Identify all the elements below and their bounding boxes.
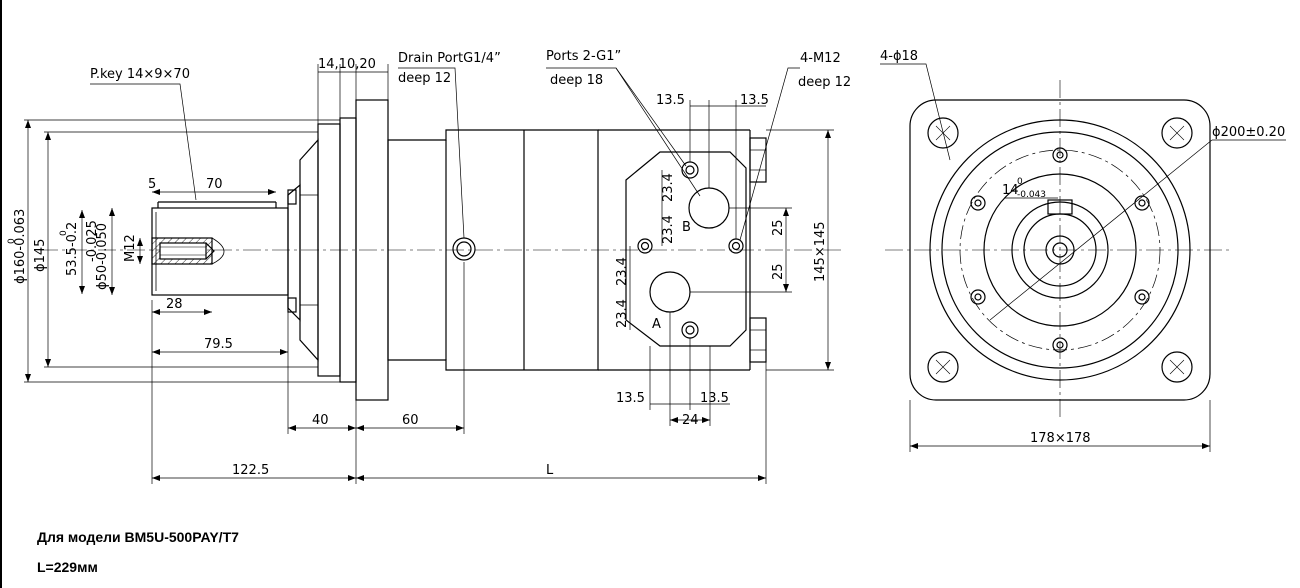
dim-dia-50-upper: -0.025	[85, 220, 100, 262]
dim-23-4-d: 23.4	[615, 299, 630, 328]
length-caption: L=229мм	[37, 559, 98, 575]
dim-23-4-c: 23.4	[615, 257, 630, 286]
dim-13-5-bottom-left: 13.5	[616, 391, 645, 406]
front-view-dimensions	[880, 63, 1286, 452]
dim-40: 40	[312, 413, 329, 428]
dim-13-5-bottom-right: 13.5	[700, 391, 729, 406]
dim-25-lower: 25	[771, 263, 786, 280]
drain-port-label: Drain PortG1/4”	[398, 51, 501, 66]
port-a-label: A	[652, 317, 661, 332]
tapped-holes-depth-label: deep 12	[798, 75, 851, 90]
port-b-label: B	[682, 220, 691, 235]
bolt-circle-holes	[970, 147, 1150, 353]
output-shaft	[151, 201, 289, 296]
side-view	[40, 99, 845, 401]
key-width-upper: 0	[1017, 177, 1023, 187]
dim-178x178: 178×178	[1030, 431, 1091, 446]
dim-5: 5	[148, 177, 156, 192]
thread-m12: M12	[123, 234, 138, 262]
dim-23-4-b: 23.4	[661, 215, 676, 244]
dim-dia-145: ϕ145	[33, 239, 48, 272]
flange-widths-label: 14,10,20	[318, 57, 376, 72]
mount-holes-label: 4-ϕ18	[880, 49, 918, 64]
dim-25-upper: 25	[771, 219, 786, 236]
key-width-label: 14	[1002, 183, 1019, 198]
model-caption: Для модели BM5U-500PAY/T7	[37, 529, 239, 545]
front-view	[885, 80, 1230, 420]
motor-body	[387, 129, 767, 371]
motor-technical-drawing: P.key 14×9×70 14,10,20 Drain PortG1/4” d…	[7, 49, 1286, 484]
dim-L: L	[546, 463, 554, 478]
dim-79-5: 79.5	[204, 337, 233, 352]
dim-dia-160: ϕ160-0.063	[13, 209, 28, 284]
dim-28: 28	[166, 297, 183, 312]
dim-53-5-upper: 0	[59, 230, 69, 236]
dim-70: 70	[206, 177, 223, 192]
front-view-labels: 4-ϕ18 ϕ200±0.20 14 0 -0.043 178×178	[880, 49, 1285, 446]
dim-dia-50: ϕ50-0.050	[95, 223, 110, 290]
drawing-border	[0, 0, 2, 588]
mounting-flange	[317, 99, 389, 401]
dim-13-5-top-right: 13.5	[740, 93, 769, 108]
dim-60: 60	[402, 413, 419, 428]
ports-label: Ports 2-G1”	[546, 49, 621, 64]
dim-dia-160-upper: 0	[7, 238, 17, 244]
side-view-dimensions	[24, 64, 834, 484]
dim-145x145: 145×145	[813, 221, 828, 282]
dim-53-5: 53.5-0.2	[65, 222, 80, 276]
dim-23-4-a: 23.4	[661, 173, 676, 202]
dim-122-5: 122.5	[232, 463, 269, 478]
dim-24: 24	[682, 413, 699, 428]
ports-depth-label: deep 18	[550, 73, 603, 88]
key-width-lower: -0.043	[1017, 190, 1046, 200]
tapped-holes-label: 4-M12	[800, 51, 841, 66]
bolt-circle-label: ϕ200±0.20	[1212, 125, 1285, 140]
key-label: P.key 14×9×70	[90, 67, 190, 82]
dim-13-5-top-left: 13.5	[656, 93, 685, 108]
side-view-labels: P.key 14×9×70 14,10,20 Drain PortG1/4” d…	[7, 49, 851, 478]
square-flange	[909, 99, 1211, 401]
drain-port-depth-label: deep 12	[398, 71, 451, 86]
